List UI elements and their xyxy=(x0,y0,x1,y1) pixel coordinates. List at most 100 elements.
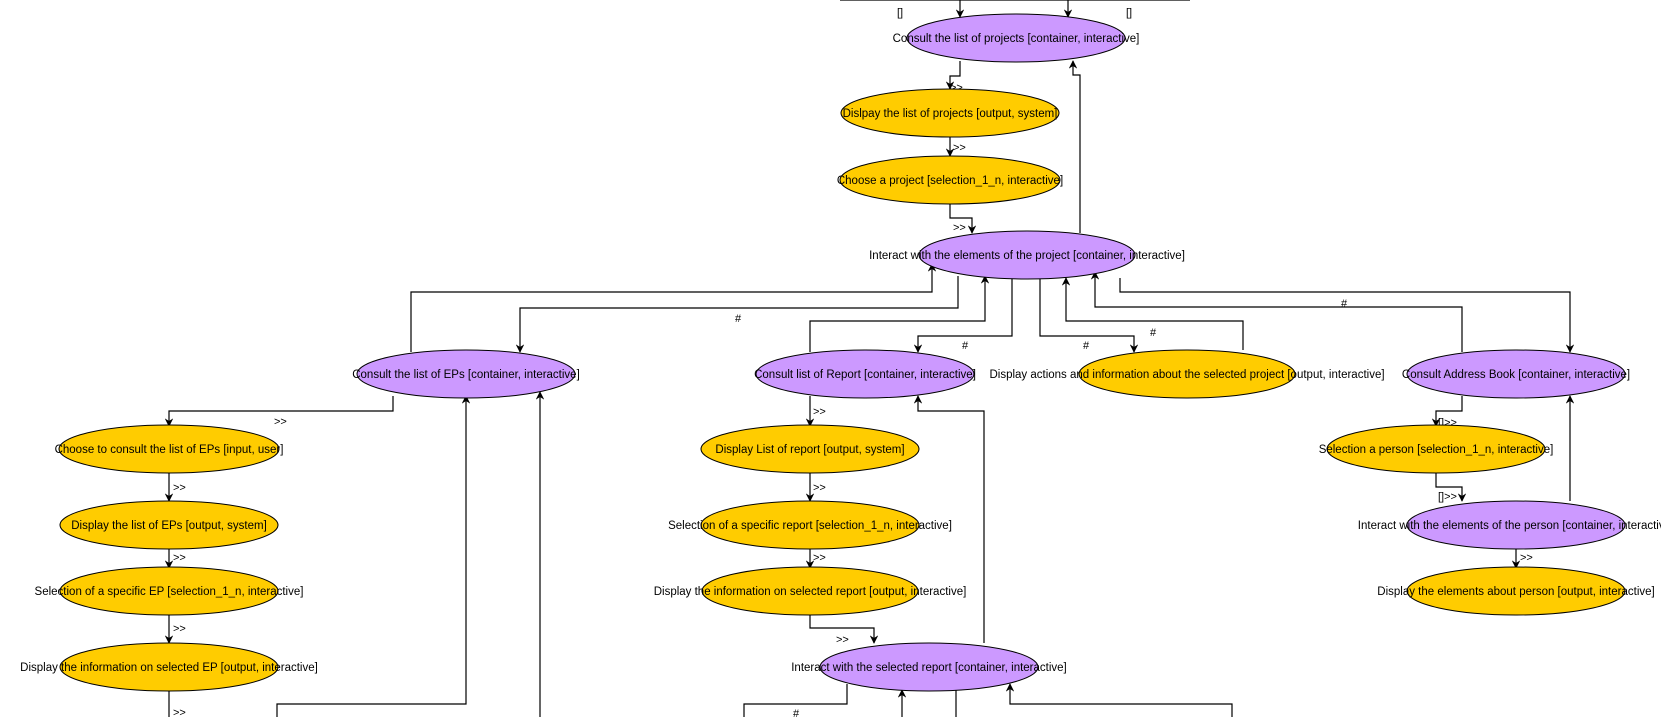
edge-label: []>> xyxy=(1438,491,1457,503)
node-label: Interact with the selected report [conta… xyxy=(791,662,1067,674)
edge-label: >> xyxy=(813,482,826,494)
task-node[interactable]: Interact with the selected report [conta… xyxy=(791,642,1067,692)
task-node[interactable]: Display actions and information about th… xyxy=(989,349,1385,399)
edge-label: # xyxy=(735,313,742,325)
edge-label: >> xyxy=(173,482,186,494)
node-label: Display the information on selected EP [… xyxy=(20,662,318,674)
edge xyxy=(1068,60,1081,233)
node-label: Selection of a specific report [selectio… xyxy=(668,520,952,532)
task-node[interactable]: Display the information on selected EP [… xyxy=(20,642,318,692)
edge-label: # xyxy=(793,708,800,717)
nodes: Consult the list of projects [container,… xyxy=(20,13,1661,692)
container-node-shape xyxy=(906,13,1126,63)
node-label: Consult list of Report [container, inter… xyxy=(754,369,976,381)
edge xyxy=(949,204,977,234)
edge xyxy=(1119,278,1575,353)
edge xyxy=(809,615,879,644)
edge-label: >> xyxy=(813,406,826,418)
task-node[interactable]: Interact with the elements of the projec… xyxy=(869,230,1185,280)
task-node[interactable]: Choose to consult the list of EPs [input… xyxy=(55,424,284,474)
leaf-node-shape xyxy=(701,566,919,616)
edge-label: >> xyxy=(173,552,186,564)
leaf-node-shape xyxy=(59,500,279,550)
leaf-node-shape xyxy=(59,642,279,692)
node-label: Display actions and information about th… xyxy=(989,369,1384,381)
edge xyxy=(515,276,959,353)
node-label: Interact with the elements of the person… xyxy=(1358,520,1661,532)
edge xyxy=(1061,277,1244,350)
node-label: Display the information on selected repo… xyxy=(654,586,967,598)
edge xyxy=(945,61,961,90)
leaf-node-shape xyxy=(1406,566,1626,616)
edge-label: [] xyxy=(897,7,903,19)
edge-label: >> xyxy=(1520,552,1533,564)
edge xyxy=(809,275,990,352)
edge-label: # xyxy=(1341,298,1348,310)
edge-label: # xyxy=(1083,340,1090,352)
edge-label: [] xyxy=(1126,7,1132,19)
task-node[interactable]: Selection of a specific report [selectio… xyxy=(668,500,952,550)
node-label: Choose a project [selection_1_n, interac… xyxy=(837,175,1063,187)
edge xyxy=(1039,278,1139,353)
edge xyxy=(410,263,937,352)
task-node[interactable]: Interact with the elements of the person… xyxy=(1358,500,1661,550)
edge-label: >> xyxy=(953,142,966,154)
task-node[interactable]: Display List of report [output, system] xyxy=(700,424,920,474)
leaf-node-shape xyxy=(1078,349,1296,399)
leaf-node-shape xyxy=(700,424,920,474)
node-label: Selection of a specific EP [selection_1_… xyxy=(35,586,304,598)
edge xyxy=(276,395,471,717)
edge-label: >> xyxy=(274,416,287,428)
node-label: Dislpay the list of projects [output, sy… xyxy=(843,108,1058,120)
node-label: Selection a person [selection_1_n, inter… xyxy=(1319,444,1554,456)
edge xyxy=(1431,396,1463,427)
node-label: Display the elements about person [outpu… xyxy=(1377,586,1654,598)
task-node[interactable]: Display the list of EPs [output, system] xyxy=(59,500,279,550)
task-node[interactable]: Choose a project [selection_1_n, interac… xyxy=(837,155,1063,205)
edge-label: # xyxy=(1150,327,1157,339)
container-node-shape xyxy=(1406,349,1626,399)
edges xyxy=(164,0,1575,717)
node-label: Display the list of EPs [output, system] xyxy=(71,520,267,532)
edge-label: >> xyxy=(953,222,966,234)
edge xyxy=(1005,683,1233,717)
leaf-node-shape xyxy=(840,88,1060,138)
leaf-node-shape xyxy=(839,155,1061,205)
edge xyxy=(913,278,1013,353)
node-label: Consult the list of projects [container,… xyxy=(893,33,1140,45)
edge-label: >> xyxy=(836,634,849,646)
container-node-shape xyxy=(1406,500,1626,550)
edge-label: # xyxy=(962,340,969,352)
node-label: Choose to consult the list of EPs [input… xyxy=(55,444,284,456)
edge xyxy=(913,395,985,643)
task-node[interactable]: Consult list of Report [container, inter… xyxy=(754,349,976,399)
edge-label: >> xyxy=(173,707,186,717)
edge xyxy=(1090,271,1463,352)
edge-label: >> xyxy=(173,623,186,635)
node-label: Consult the list of EPs [container, inte… xyxy=(352,369,580,381)
container-node-shape xyxy=(819,642,1039,692)
container-node-shape xyxy=(356,349,576,399)
edge xyxy=(1435,472,1467,502)
task-node[interactable]: Selection of a specific EP [selection_1_… xyxy=(35,566,304,616)
node-label: Consult Address Book [container, interac… xyxy=(1402,369,1630,381)
leaf-node-shape xyxy=(1326,424,1546,474)
container-node-shape xyxy=(755,349,975,399)
task-node[interactable]: Display the information on selected repo… xyxy=(654,566,967,616)
edge xyxy=(164,396,394,427)
edge xyxy=(743,684,848,717)
task-node[interactable]: Consult the list of projects [container,… xyxy=(893,13,1140,63)
node-label: Display List of report [output, system] xyxy=(715,444,904,456)
task-node[interactable]: Consult the list of EPs [container, inte… xyxy=(352,349,580,399)
task-node[interactable]: Display the elements about person [outpu… xyxy=(1377,566,1655,616)
task-node[interactable]: Consult Address Book [container, interac… xyxy=(1402,349,1630,399)
task-node[interactable]: Dislpay the list of projects [output, sy… xyxy=(840,88,1060,138)
leaf-node-shape xyxy=(58,424,280,474)
leaf-node-shape xyxy=(700,500,920,550)
node-label: Interact with the elements of the projec… xyxy=(869,250,1185,262)
edge-label: >> xyxy=(813,552,826,564)
task-node[interactable]: Selection a person [selection_1_n, inter… xyxy=(1319,424,1554,474)
leaf-node-shape xyxy=(59,566,279,616)
container-node-shape xyxy=(918,230,1136,280)
